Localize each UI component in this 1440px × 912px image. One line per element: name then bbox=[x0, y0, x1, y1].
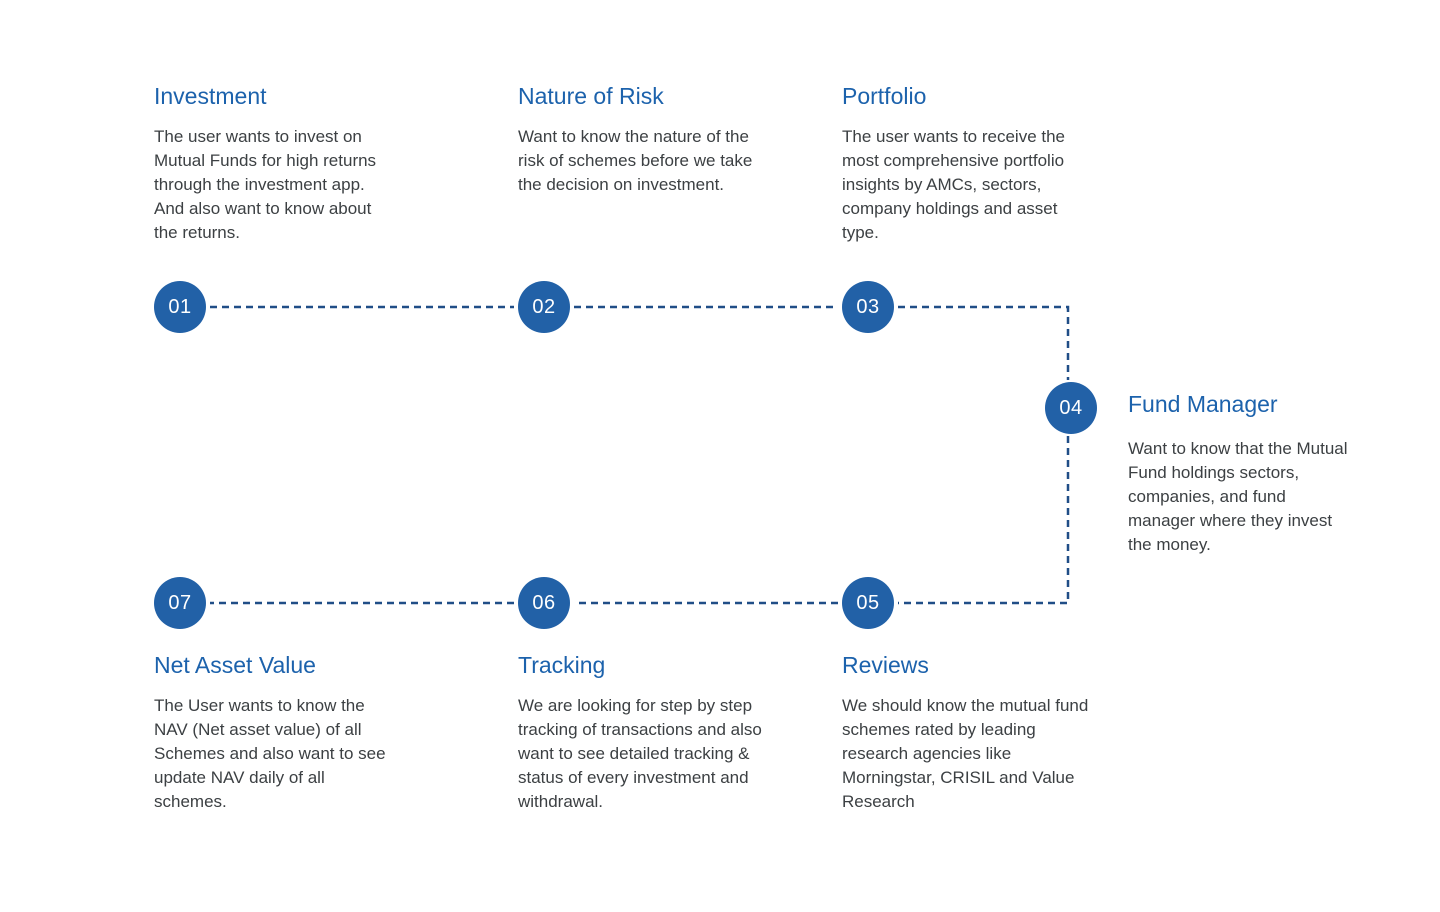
connector-04-05 bbox=[898, 436, 1070, 605]
step-number-label: 07 bbox=[168, 592, 192, 614]
step-node-05[interactable]: 05 bbox=[842, 577, 894, 629]
step-description: Want to know the nature of the risk of s… bbox=[518, 126, 753, 194]
step-block-nature-of-risk: Nature of Risk Want to know the nature o… bbox=[518, 83, 756, 197]
step-block-investment: Investment The user wants to invest on M… bbox=[154, 83, 394, 245]
step-block-tracking: Tracking We are looking for step by step… bbox=[518, 652, 782, 814]
step-title: Nature of Risk bbox=[518, 83, 664, 109]
step-title: Investment bbox=[154, 83, 267, 109]
step-description: We should know the mutual fund schemes r… bbox=[842, 695, 1089, 812]
step-description: Want to know that the Mutual Fund holdin… bbox=[1128, 438, 1348, 555]
step-title: Portfolio bbox=[842, 83, 927, 109]
connector-03-04 bbox=[898, 305, 1070, 380]
step-number-label: 01 bbox=[168, 296, 192, 318]
step-node-01[interactable]: 01 bbox=[154, 281, 206, 333]
step-title: Tracking bbox=[518, 652, 606, 678]
step-number-label: 02 bbox=[532, 296, 556, 318]
step-description: We are looking for step by step tracking… bbox=[518, 695, 762, 812]
step-block-fund-manager: Fund Manager Want to know that the Mutua… bbox=[1128, 391, 1352, 557]
step-title: Net Asset Value bbox=[154, 652, 316, 678]
step-node-02[interactable]: 02 bbox=[518, 281, 570, 333]
step-description: The user wants to receive the most compr… bbox=[842, 126, 1066, 243]
step-node-06[interactable]: 06 bbox=[518, 577, 570, 629]
step-block-net-asset-value: Net Asset Value The User wants to know t… bbox=[154, 652, 398, 814]
step-block-portfolio: Portfolio The user wants to receive the … bbox=[842, 83, 1082, 245]
step-title: Fund Manager bbox=[1128, 391, 1278, 417]
step-description: The User wants to know the NAV (Net asse… bbox=[154, 695, 386, 812]
step-number-label: 05 bbox=[856, 592, 880, 614]
step-node-07[interactable]: 07 bbox=[154, 577, 206, 629]
step-description: The user wants to invest on Mutual Funds… bbox=[154, 126, 377, 243]
step-number-label: 03 bbox=[856, 296, 880, 318]
step-title: Reviews bbox=[842, 652, 929, 678]
step-node-03[interactable]: 03 bbox=[842, 281, 894, 333]
step-node-04[interactable]: 04 bbox=[1045, 382, 1097, 434]
step-number-label: 06 bbox=[532, 592, 556, 614]
step-number-label: 04 bbox=[1059, 397, 1083, 419]
step-block-reviews: Reviews We should know the mutual fund s… bbox=[842, 652, 1104, 814]
